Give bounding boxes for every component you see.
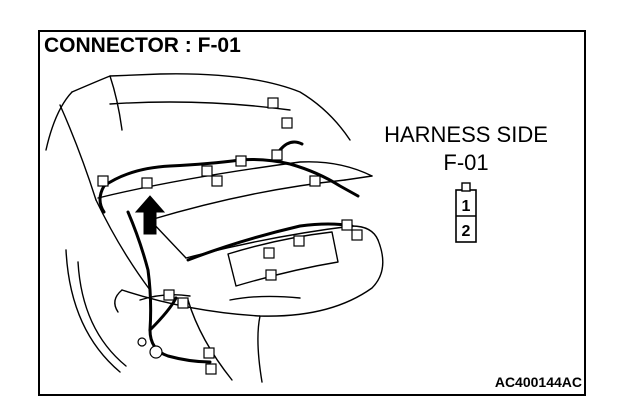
diagram-frame (38, 30, 586, 396)
harness-side-label: HARNESS SIDE (384, 122, 548, 147)
connector-title: CONNECTOR : F-01 (44, 34, 241, 57)
connector-id-label: F-01 (443, 150, 489, 175)
connector-pin-diagram: 1 2 (455, 182, 477, 243)
arrow-icon (134, 195, 166, 235)
pin-1-label: 1 (462, 198, 471, 215)
pin-2-label: 2 (462, 223, 471, 240)
figure-code: AC400144AC (494, 374, 582, 390)
